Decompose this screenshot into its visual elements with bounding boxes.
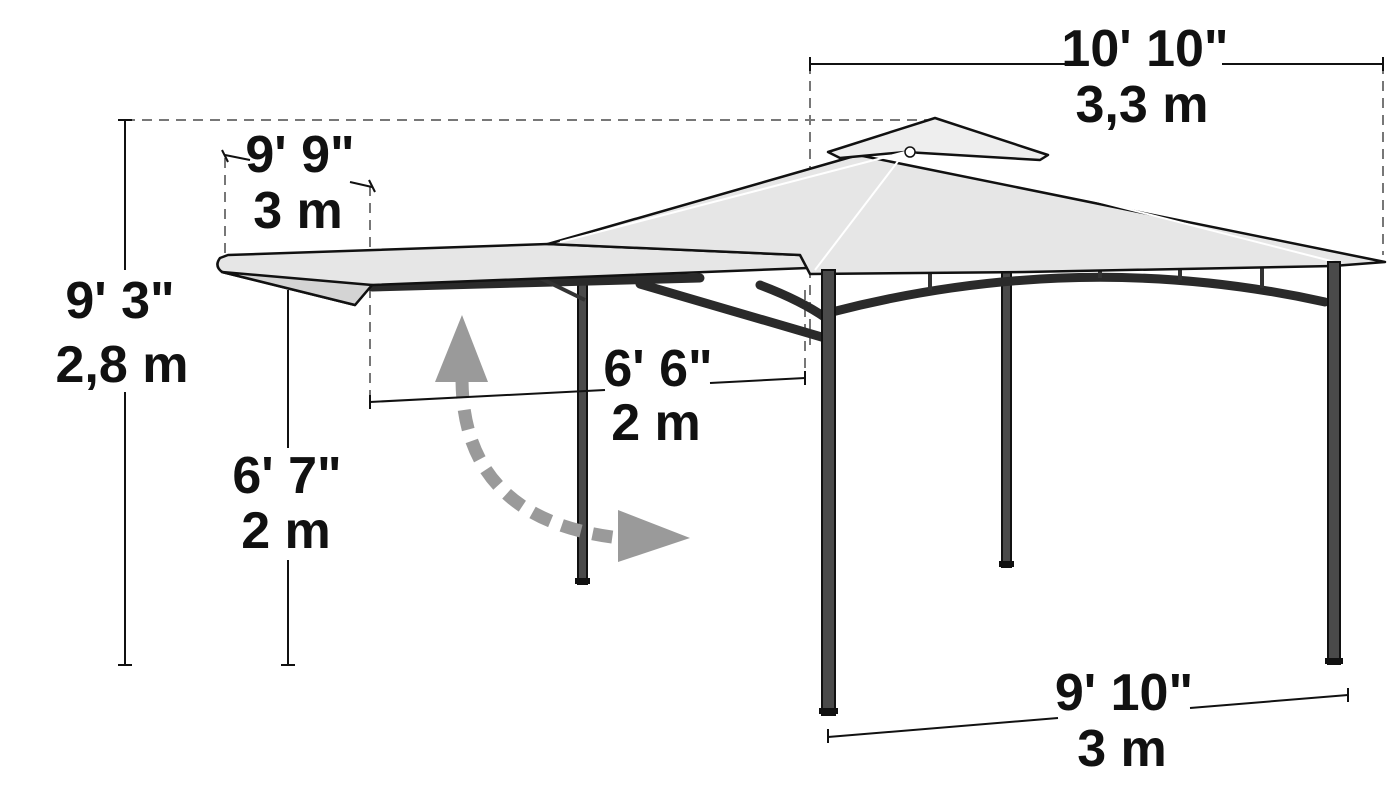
top-width-imperial: 10' 10" [1061,20,1228,78]
awning-reach-imperial: 6' 6" [603,340,712,398]
total-height-imperial: 9' 3" [65,272,174,330]
awning-length-metric: 3 m [253,182,343,240]
base-width-imperial: 9' 10" [1055,664,1193,722]
dimension-lines [118,57,1384,743]
awning-height-metric: 2 m [241,502,331,560]
awning-length-imperial: 9' 9" [245,126,354,184]
dimension-labels: 9' 3" 2,8 m 9' 9" 3 m 10' 10" 3,3 m 6' 6… [56,20,1229,778]
total-height-metric: 2,8 m [56,336,189,394]
awning-panel [216,242,810,307]
base-width-metric: 3 m [1077,720,1167,778]
awning-height-imperial: 6' 7" [232,447,341,505]
curved-dashed-double-arrow-icon [435,315,690,562]
main-canopy [546,116,1387,276]
awning-reach-metric: 2 m [611,394,701,452]
gazebo-front-posts [575,261,1343,716]
gazebo-frame [367,262,1330,343]
top-width-metric: 3,3 m [1076,76,1209,134]
